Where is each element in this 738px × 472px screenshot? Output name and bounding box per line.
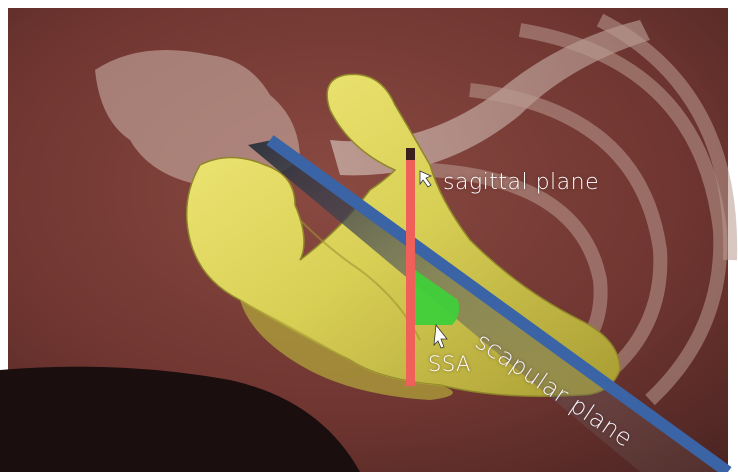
sagittal-plane-top	[406, 148, 415, 160]
sagittal-plane-label: sagittal plane	[443, 170, 599, 195]
ssa-label: SSA	[428, 352, 471, 376]
sagittal-plane-bar	[406, 150, 415, 386]
top-border	[0, 0, 738, 8]
